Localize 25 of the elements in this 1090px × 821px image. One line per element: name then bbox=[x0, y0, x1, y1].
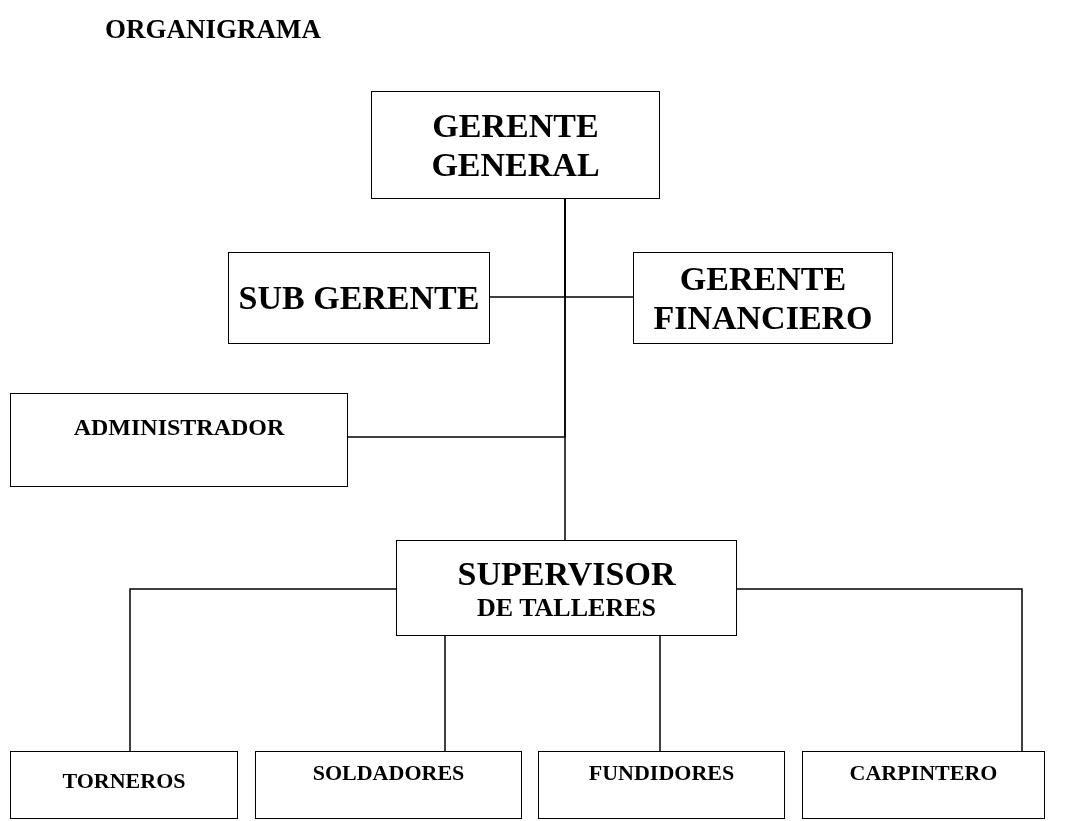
position-title: GERENTE GENERAL bbox=[430, 105, 601, 185]
org-box bbox=[396, 540, 737, 636]
position-title: SUPERVISOR bbox=[457, 553, 676, 593]
org-box bbox=[802, 751, 1045, 819]
position-title: DE TALLERES bbox=[477, 592, 656, 623]
org-box bbox=[633, 252, 893, 344]
connector-line bbox=[659, 635, 661, 752]
connector-line bbox=[736, 588, 1023, 752]
position-title: SOLDADORES bbox=[312, 760, 465, 786]
connector-line bbox=[444, 635, 446, 752]
connector-line bbox=[564, 198, 566, 541]
org-box bbox=[255, 751, 522, 819]
org-box bbox=[228, 252, 490, 344]
position-title: FUNDIDORES bbox=[588, 760, 735, 786]
position-title: TORNEROS bbox=[62, 768, 186, 794]
org-box bbox=[371, 91, 660, 199]
position-title: GERENTE FINANCIERO bbox=[652, 258, 874, 338]
org-box bbox=[538, 751, 785, 819]
org-box bbox=[10, 393, 348, 487]
chart-title: ORGANIGRAMA bbox=[105, 14, 321, 45]
position-title: SUB GERENTE bbox=[238, 278, 480, 318]
position-title: ADMINISTRADOR bbox=[73, 414, 285, 442]
org-box bbox=[10, 751, 238, 819]
connector-line bbox=[129, 588, 397, 752]
position-title: CARPINTERO bbox=[849, 760, 998, 786]
